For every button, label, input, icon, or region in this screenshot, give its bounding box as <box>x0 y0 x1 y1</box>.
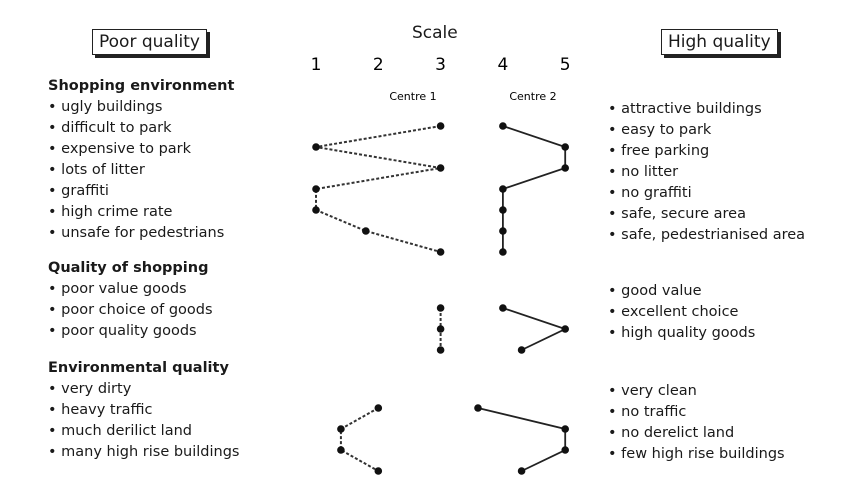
poor-attribute: • poor value goods <box>48 281 187 297</box>
poor-attribute: • expensive to park <box>48 141 192 157</box>
group-heading: Shopping environment <box>48 78 235 94</box>
centre-1-point <box>337 425 345 433</box>
centre-1-point <box>362 227 370 235</box>
centre-1-point <box>436 122 445 130</box>
poor-attribute: • very dirty <box>48 381 132 397</box>
centre-1-point <box>436 164 445 172</box>
poor-attribute: • heavy traffic <box>48 402 153 418</box>
poor-attribute: • lots of litter <box>48 162 145 178</box>
centre-1-point <box>436 304 445 312</box>
high-attribute: • no derelict land <box>608 425 735 441</box>
poor-attribute: • high crime rate <box>48 204 173 220</box>
centre-2-point <box>499 248 507 256</box>
poor-attribute: • much derilict land <box>48 423 192 439</box>
x-tick-label: 5 <box>560 55 571 75</box>
high-attribute: • very clean <box>608 383 697 399</box>
centre-1-point <box>312 206 320 214</box>
high-attribute: • good value <box>608 283 702 299</box>
centre-1-line <box>339 407 379 472</box>
poor-attribute: • graffiti <box>48 183 109 199</box>
centre-2-line <box>502 307 568 351</box>
chart-title: Scale <box>412 23 458 43</box>
centre-2-point <box>499 122 507 130</box>
poor-attribute: • ugly buildings <box>48 99 163 115</box>
poor-attribute: • unsafe for pedestrians <box>48 225 225 241</box>
x-tick-label: 1 <box>311 55 322 75</box>
centre-2-point <box>517 346 526 354</box>
high-attribute: • no graffiti <box>608 185 692 201</box>
centre-1-point <box>436 248 445 256</box>
centre-2-point <box>499 185 507 193</box>
centre-2-point <box>499 206 507 214</box>
high-attribute: • safe, pedestrianised area <box>608 227 806 243</box>
high-attribute: • no litter <box>608 164 679 180</box>
high-attribute: • no traffic <box>608 404 687 420</box>
centre-2-line <box>477 407 567 472</box>
centre-1-point <box>312 143 320 151</box>
centre-2-point <box>561 425 569 433</box>
high-attribute: • safe, secure area <box>608 206 746 222</box>
poor-attribute: • many high rise buildings <box>48 444 240 460</box>
group-heading: Quality of shopping <box>48 260 209 276</box>
centre-2-point <box>561 143 569 151</box>
high-attribute: • high quality goods <box>608 325 756 341</box>
centre-1-point <box>312 185 320 193</box>
high-attribute: • free parking <box>608 143 710 159</box>
centre-2-point <box>517 467 526 475</box>
x-tick-label: 3 <box>435 55 446 75</box>
centre-1-point <box>337 446 345 454</box>
x-tick-label: 2 <box>373 55 384 75</box>
group-heading: Environmental quality <box>48 360 229 376</box>
poor-attribute: • poor choice of goods <box>48 302 213 318</box>
high-quality-heading: High quality <box>661 29 778 55</box>
high-attribute: • excellent choice <box>608 304 739 320</box>
x-tick-label: 4 <box>497 55 508 75</box>
centre-2-point <box>561 164 569 172</box>
centre-1-label: Centre 1 <box>389 90 436 103</box>
centre-2-point <box>499 304 507 312</box>
centre-2-point <box>499 227 507 235</box>
centre-1-point <box>436 346 445 354</box>
centre-2-point <box>561 325 569 333</box>
poor-quality-heading: Poor quality <box>92 29 207 55</box>
centre-2-line <box>501 125 567 252</box>
centre-2-label: Centre 2 <box>509 90 556 103</box>
centre-1-point <box>436 325 445 333</box>
high-attribute: • easy to park <box>608 122 712 138</box>
poor-attribute: • poor quality goods <box>48 323 197 339</box>
centre-2-point <box>474 404 482 412</box>
high-attribute: • attractive buildings <box>608 101 762 117</box>
high-attribute: • few high rise buildings <box>608 446 785 462</box>
centre-2-point <box>561 446 569 454</box>
poor-attribute: • difficult to park <box>48 120 172 136</box>
centre-1-point <box>374 404 383 412</box>
centre-1-point <box>374 467 383 475</box>
centre-1-line <box>315 125 441 253</box>
